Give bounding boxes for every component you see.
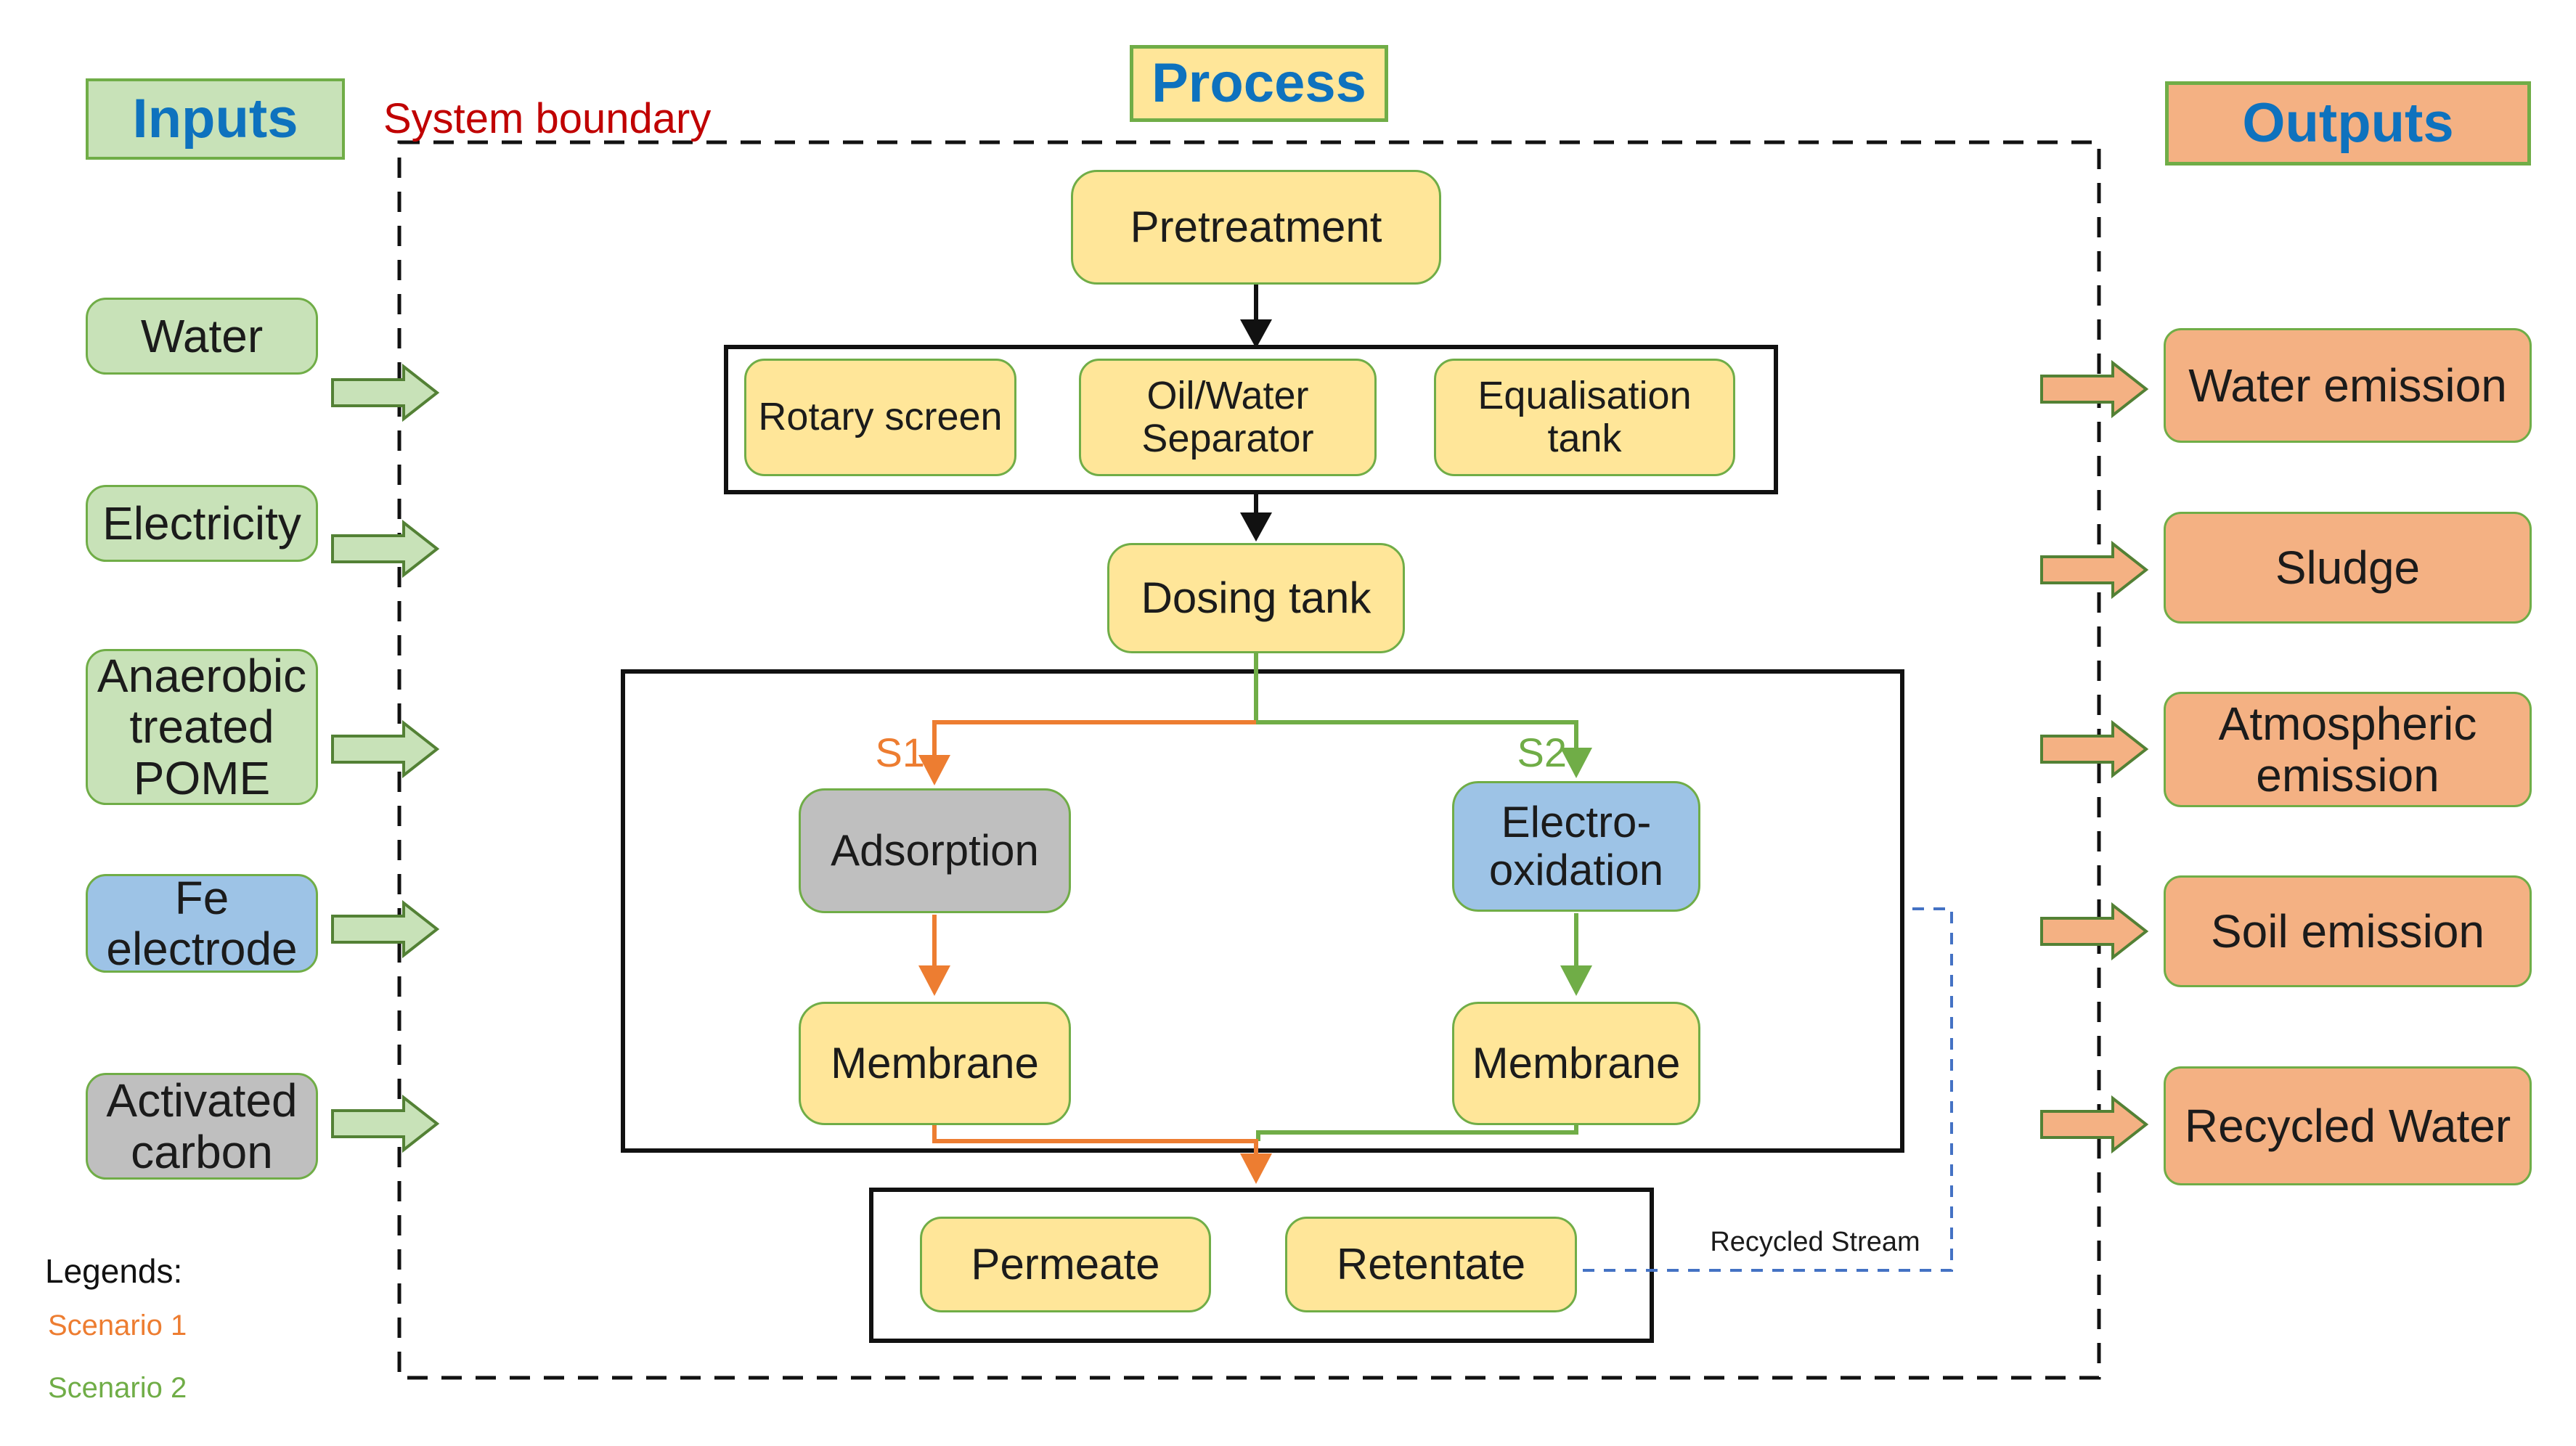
input-arrow-water xyxy=(331,363,440,422)
output-arrow-sludge xyxy=(2040,540,2149,600)
input-arrow-pome xyxy=(331,719,440,779)
output-arrow-water-emission xyxy=(2040,359,2149,419)
input-box-fe-electrode: Fe electrode xyxy=(86,872,318,974)
process-box-rotary-screen: Rotary screen xyxy=(744,359,1016,476)
scenario1-branch-path xyxy=(918,720,1256,785)
output-box-sludge: Sludge xyxy=(2164,512,2532,624)
process-header: Process xyxy=(1130,45,1388,122)
process-box-pretreatment: Pretreatment xyxy=(1071,170,1441,285)
legend-scenario2: Scenario 2 xyxy=(48,1372,187,1404)
input-arrow-activated-carbon xyxy=(331,1094,440,1153)
inputs-header: Inputs xyxy=(86,78,345,160)
flow-arrow-pretreatment-to-units xyxy=(1240,285,1272,348)
output-arrow-recycled-water xyxy=(2040,1095,2149,1154)
output-box-soil-emission: Soil emission xyxy=(2164,875,2532,987)
output-arrow-soil xyxy=(2040,902,2149,961)
legend-title: Legends: xyxy=(45,1252,183,1290)
legend-scenario1: Scenario 1 xyxy=(48,1310,187,1341)
scenario2-eo-to-membrane-arrow xyxy=(1560,913,1592,996)
scenario1-stream-label: S1 xyxy=(875,730,926,775)
outputs-header: Outputs xyxy=(2165,81,2531,166)
input-arrow-electricity xyxy=(331,519,440,579)
output-box-water-emission: Water emission xyxy=(2164,328,2532,443)
input-box-electricity: Electricity xyxy=(86,485,318,562)
process-box-retentate: Retentate xyxy=(1285,1217,1577,1312)
output-arrow-atmospheric xyxy=(2040,719,2149,779)
scenario-process-rect xyxy=(621,669,1904,1153)
process-box-permeate: Permeate xyxy=(920,1217,1211,1312)
process-box-membrane-s2: Membrane xyxy=(1452,1002,1700,1125)
recycled-stream-path xyxy=(1583,907,1953,1272)
system-boundary-label: System boundary xyxy=(383,95,712,142)
scenario2-stream-label: S2 xyxy=(1517,730,1568,775)
scenario2-membrane-outlet-path xyxy=(1256,1125,1578,1141)
outlet-streams-rect xyxy=(869,1188,1654,1343)
flow-arrow-units-to-dosing xyxy=(1240,492,1272,542)
output-box-recycled-water: Recycled Water xyxy=(2164,1066,2532,1185)
scenario1-membrane-outlet-arrow xyxy=(932,1125,1272,1184)
input-box-anaerobic-treated-pome: Anaerobic treated POME xyxy=(86,649,318,805)
scenario1-adsorption-to-membrane-arrow xyxy=(918,915,950,996)
recycled-stream-label: Recycled Stream xyxy=(1710,1227,1920,1257)
input-arrow-fe-electrode xyxy=(331,899,440,959)
process-box-oil-water-separator: Oil/Water Separator xyxy=(1079,359,1377,476)
pretreatment-units-rect xyxy=(724,345,1778,494)
process-box-equalisation-tank: Equalisation tank xyxy=(1434,359,1735,476)
output-box-atmospheric-emission: Atmospheric emission xyxy=(2164,692,2532,807)
input-box-activated-carbon: Activated carbon xyxy=(86,1073,318,1180)
process-box-electro-oxidation: Electro-oxidation xyxy=(1452,781,1700,912)
process-box-membrane-s1: Membrane xyxy=(799,1002,1071,1125)
process-box-adsorption: Adsorption xyxy=(799,788,1071,913)
scenario2-branch-path xyxy=(1256,720,1592,778)
input-box-water: Water xyxy=(86,298,318,375)
process-box-dosing-tank: Dosing tank xyxy=(1107,543,1405,653)
